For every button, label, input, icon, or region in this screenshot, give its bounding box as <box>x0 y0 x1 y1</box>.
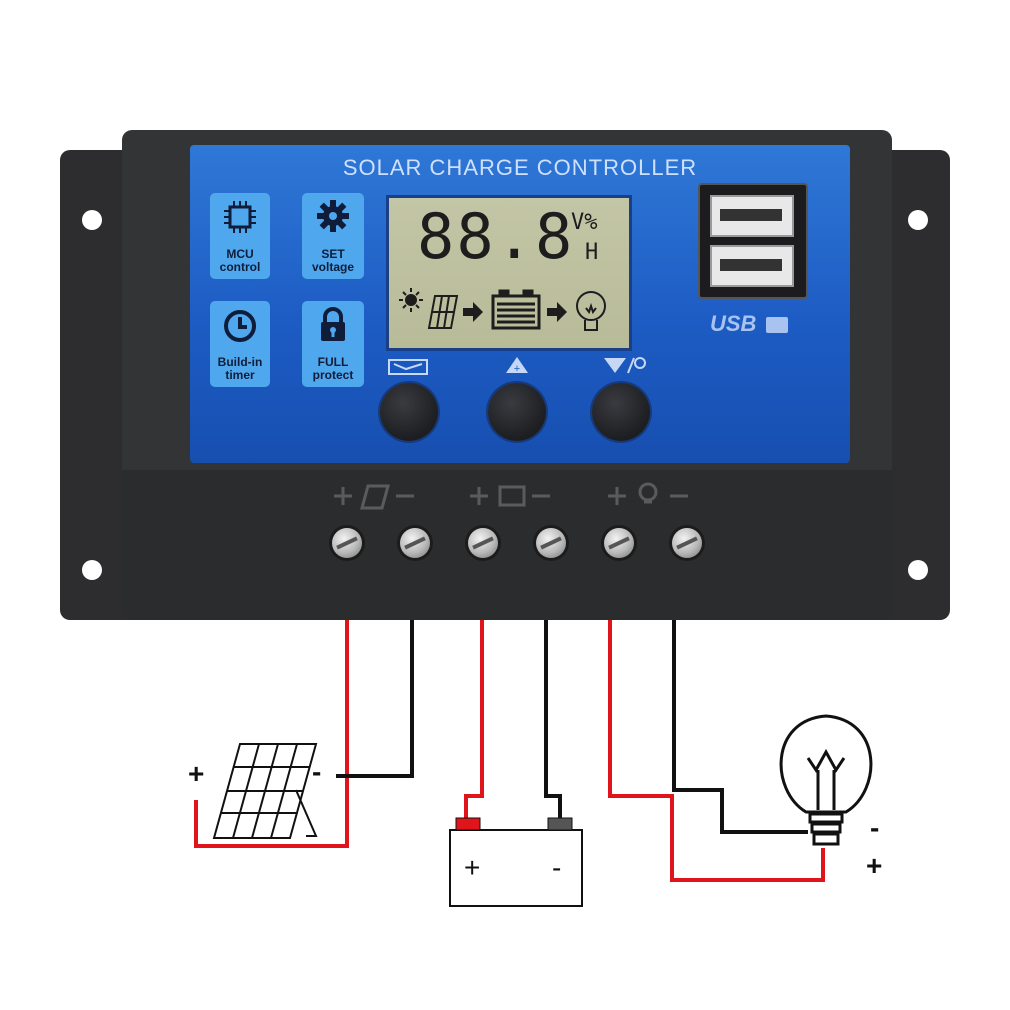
terminal-screw-load-minus[interactable] <box>672 528 702 558</box>
mount-hole <box>82 560 102 580</box>
panel-icon <box>427 295 459 329</box>
load-minus-label: - <box>870 812 880 843</box>
load-negative-wire <box>672 620 808 834</box>
terminal-labels <box>334 482 688 510</box>
lcd-digits: 88.8 <box>417 200 575 273</box>
down-button[interactable] <box>592 383 650 441</box>
menu-icon <box>388 359 428 375</box>
feature-set-voltage: SET voltage <box>302 193 364 279</box>
svg-text:+: + <box>514 363 520 375</box>
plus-up-icon: + <box>506 357 528 375</box>
lcd-display: 88.8 V% H <box>386 195 632 351</box>
arrow-icon <box>547 302 567 322</box>
feature-label: MCU control <box>219 247 261 274</box>
bulb-icon <box>576 291 606 331</box>
mount-hole <box>908 210 928 230</box>
lcd-unit-top: V% <box>571 210 598 235</box>
battery-icon <box>449 817 583 907</box>
light-bulb-icon <box>779 714 873 846</box>
charge-controller: SOLAR CHARGE CONTROLLER MCU control SET … <box>60 130 950 620</box>
chip-icon <box>224 201 256 233</box>
battery-icon <box>491 289 541 330</box>
arrow-icon <box>463 302 483 322</box>
battery-negative-wire <box>544 620 562 818</box>
battery-positive-wire <box>464 620 484 818</box>
battery-minus-label: - <box>552 852 562 883</box>
device-title: SOLAR CHARGE CONTROLLER <box>342 155 698 180</box>
minus-down-icon <box>604 357 646 374</box>
terminal-screw-battery-plus[interactable] <box>468 528 498 558</box>
terminal-screw-battery-minus[interactable] <box>536 528 566 558</box>
load-positive-wire <box>608 620 825 882</box>
usb-battery-icon <box>766 317 788 333</box>
panel-plus-label: + <box>188 758 205 789</box>
feature-full-protect: FULL protect <box>302 301 364 387</box>
faceplate: SOLAR CHARGE CONTROLLER MCU control SET … <box>190 145 850 463</box>
panel-positive-wire <box>194 620 349 848</box>
terminal-block <box>122 470 892 620</box>
usb-label: USB <box>710 311 757 336</box>
usb-port[interactable] <box>710 195 794 237</box>
lcd-status-icons <box>399 288 606 331</box>
sun-icon <box>399 288 423 312</box>
feature-mcu-control: MCU control <box>210 193 270 279</box>
up-button[interactable] <box>488 383 546 441</box>
feature-build-in-timer: Build-in timer <box>210 301 270 387</box>
terminal-screw-panel-minus[interactable] <box>400 528 430 558</box>
solar-panel-icon <box>212 743 318 839</box>
feature-label: FULL protect <box>312 355 354 382</box>
clock-icon <box>224 310 256 342</box>
battery-plus-label: + <box>464 852 481 883</box>
panel-negative-wire <box>336 620 414 778</box>
terminal-screw-panel-plus[interactable] <box>332 528 362 558</box>
panel-minus-label: - <box>312 756 322 787</box>
usb-port[interactable] <box>710 245 794 287</box>
usb-ports <box>698 183 808 299</box>
load-plus-label: + <box>866 850 883 881</box>
mount-hole <box>82 210 102 230</box>
lcd-unit-bottom: H <box>585 240 599 265</box>
menu-button[interactable] <box>380 383 438 441</box>
mount-hole <box>908 560 928 580</box>
feature-label: Build-in timer <box>217 355 263 382</box>
gear-icon <box>317 200 349 232</box>
terminal-screw-load-plus[interactable] <box>604 528 634 558</box>
lock-icon <box>321 307 345 341</box>
feature-label: SET voltage <box>311 247 354 274</box>
